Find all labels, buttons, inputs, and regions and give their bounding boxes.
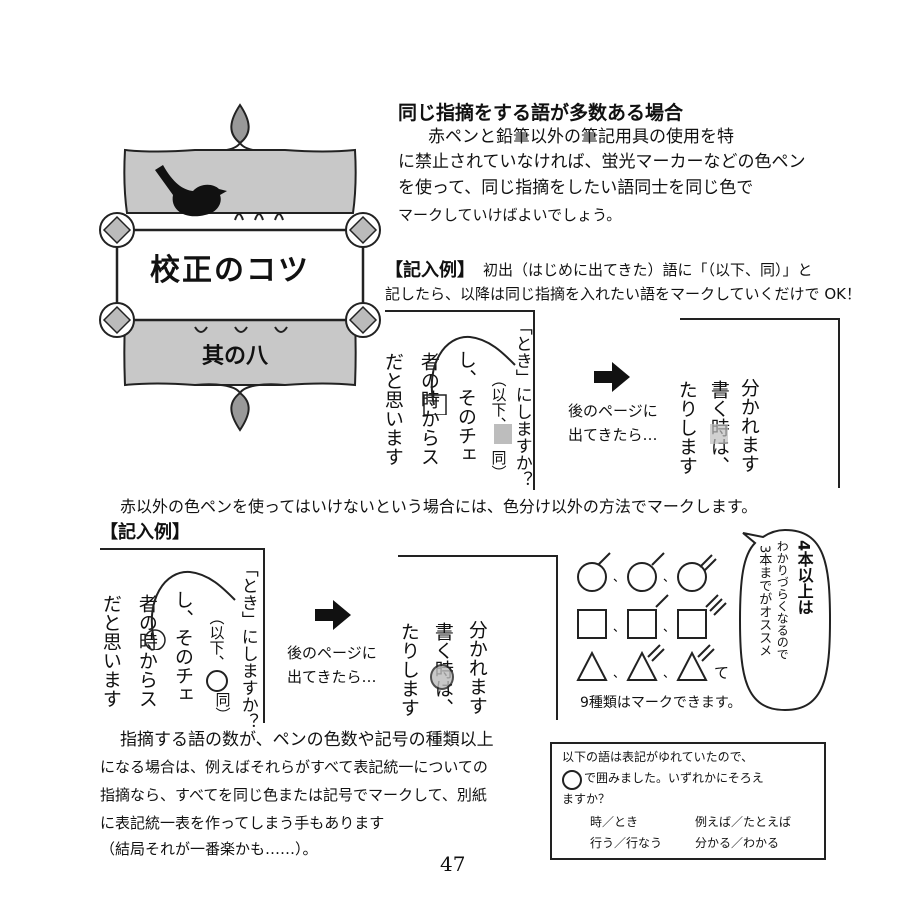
ex1-arrow-text-2: 出てきたら… [568, 426, 658, 444]
example1-label: 【記入例】 [385, 260, 475, 281]
bottom-line-4: に表記統一表を作ってしまう手もあります [100, 814, 385, 832]
bubble-line-3: 3本までがオススメ [756, 545, 772, 658]
ex1-col-3: 者の時からス [417, 352, 440, 466]
badge-frame [99, 103, 381, 432]
bottom-line-3: 指摘なら、すべてを同じ色または記号でマークして、別紙 [100, 786, 487, 804]
intro-line-4: マークしていけばよいでしょう。 [398, 206, 622, 224]
intro-line-1: 赤ペンと鉛筆以外の筆記用具の使用を特 [428, 127, 734, 147]
page-number: 47 [440, 852, 466, 876]
example1-text-2: 記したら、以降は同じ指摘を入れたい語をマークしていくだけで OK！ [385, 285, 861, 303]
bottom-line-2: になる場合は、例えばそれらがすべて表記統一についての [100, 758, 488, 776]
intro-line-3: を使って、同じ指摘をしたい語同士を同じ色で [398, 178, 754, 198]
example1-text-1: 初出（はじめに出てきた）語に「（以下、同）」と [483, 261, 813, 279]
ex1-right-col-3: たりします [675, 380, 698, 475]
note-word-4: 分かる／わかる [695, 836, 780, 850]
svg-text:、: 、 [613, 570, 625, 584]
note-word-2: 例えば／たとえば [695, 815, 792, 829]
ex2-right-col-1: 分かれます [465, 620, 488, 715]
ex2-arrow-text-2: 出てきたら… [287, 668, 377, 686]
arrow-right-icon [594, 362, 630, 392]
ex2-col-1: 「とき」にしますか？ [237, 560, 258, 730]
mid-text: 赤以外の色ペンを使ってはいけないという場合には、色分け以外の方法でマークします。 [120, 497, 758, 516]
note-word-1: 時／とき [590, 815, 639, 829]
marks-note: 9種類はマークできます。 [580, 695, 742, 711]
ex2-col-2: し、そのチェ [171, 590, 194, 704]
note-word-3: 行う／行なう [590, 836, 663, 850]
example2-label: 【記入例】 [100, 522, 190, 543]
section-heading: 同じ指摘をする語が多数ある場合 [398, 102, 684, 124]
ex1-right-col-1: 分かれます [737, 378, 760, 473]
svg-text:、: 、 [613, 620, 625, 634]
ex1-col-1c: 同） [489, 450, 508, 480]
badge-title: 校正のコツ [150, 253, 310, 288]
ex2-col-1c: 同） [213, 692, 232, 722]
note-line-2: で囲みました。いずれかにそろえ [584, 771, 764, 785]
ex1-arrow-text-1: 後のページに [568, 402, 658, 420]
note-box [550, 742, 826, 860]
badge-subtitle: 其の八 [202, 343, 269, 369]
svg-text:、: 、 [663, 570, 675, 584]
ex2-arrow-text-1: 後のページに [287, 644, 377, 662]
ex1-col-2: し、そのチェ [454, 350, 477, 464]
speech-bubble [738, 528, 832, 712]
arrow-right-icon-2 [315, 600, 351, 630]
note-line-3: ますか？ [562, 792, 611, 806]
mark-symbols-grid: 、、 、、 、、 [576, 552, 727, 681]
note-line-1: 以下の語は表記がゆれていたので、 [562, 750, 754, 764]
mark-te: て [714, 664, 730, 682]
ex1-col-1: 「とき」にしますか？ [511, 318, 532, 488]
ex2-col-1b: （以下、 [207, 610, 226, 670]
intro-line-2: に禁止されていなければ、蛍光マーカーなどの色ペン [398, 152, 806, 172]
bubble-line-1: 4本以上は [794, 540, 814, 616]
svg-text:、: 、 [613, 666, 625, 680]
ex1-col-1b: （以下、 [489, 372, 508, 432]
ex1-col-4: だと思います [381, 352, 404, 466]
ex2-col-4: だと思います [99, 594, 122, 708]
bubble-line-2: わかりづらくなるので [775, 540, 790, 660]
bottom-line-5: （結局それが一番楽かも……）。 [100, 840, 318, 858]
ex2-right-col-3: たりします [397, 622, 420, 717]
bottom-line-1: 指摘する語の数が、ペンの色数や記号の種類以上 [120, 730, 494, 750]
svg-text:、: 、 [663, 666, 675, 680]
svg-text:、: 、 [663, 620, 675, 634]
